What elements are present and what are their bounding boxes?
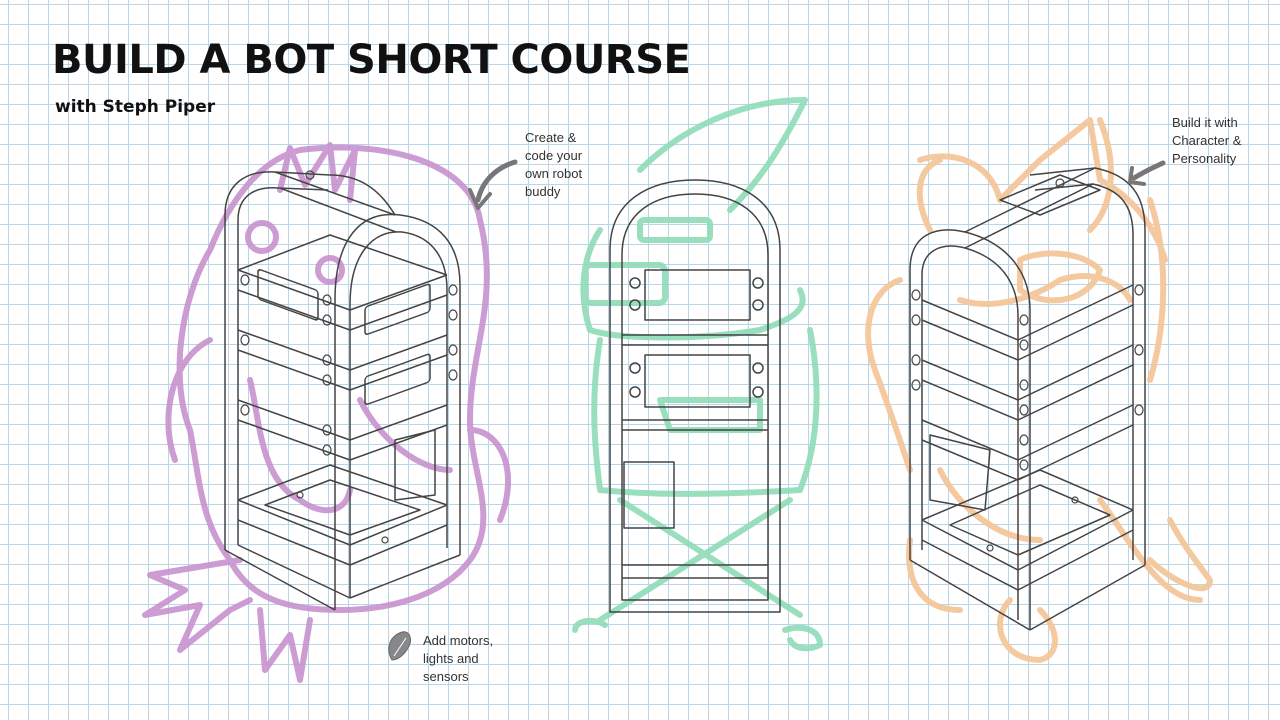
- right-robot-frame: [909, 167, 1146, 631]
- green-creature-sketch: [572, 97, 823, 652]
- page-title: BUILD A BOT SHORT COURSE: [52, 37, 691, 83]
- page-subtitle: with Steph Piper: [55, 97, 216, 117]
- purple-creature-sketch: [142, 142, 511, 683]
- arrow-icon: [468, 159, 518, 210]
- note-create-code: Create & code your own robot buddy: [525, 130, 583, 199]
- note-motors-sensors: Add motors, lights and sensors: [423, 633, 494, 684]
- right-frame-holes: [911, 178, 1144, 552]
- left-frame-holes: [240, 170, 458, 544]
- arrow-icon: [1128, 160, 1166, 186]
- middle-robot-frame: [609, 179, 781, 613]
- left-robot-frame: [224, 171, 461, 611]
- orange-creature-sketch: [865, 117, 1213, 663]
- note-character-personality: Build it with Character & Personality: [1172, 115, 1242, 166]
- leaf-icon: [388, 631, 411, 661]
